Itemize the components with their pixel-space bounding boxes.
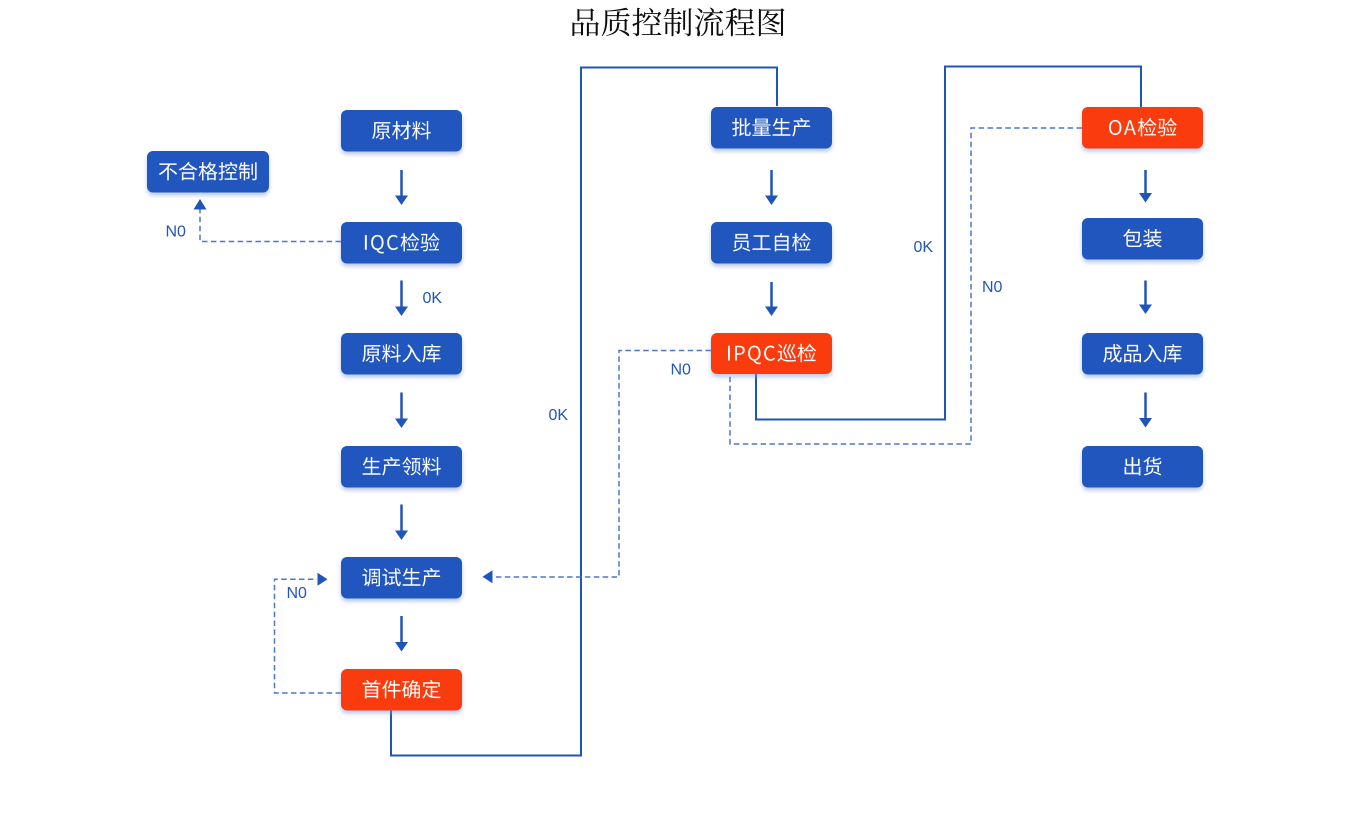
svg-text:0K: 0K: [914, 239, 934, 256]
svg-text:N0: N0: [982, 279, 1003, 296]
svg-text:0K: 0K: [549, 407, 569, 424]
svg-text:N0: N0: [287, 585, 308, 602]
svg-text:N0: N0: [166, 224, 187, 241]
svg-text:N0: N0: [671, 362, 692, 379]
svg-text:0K: 0K: [423, 290, 443, 307]
